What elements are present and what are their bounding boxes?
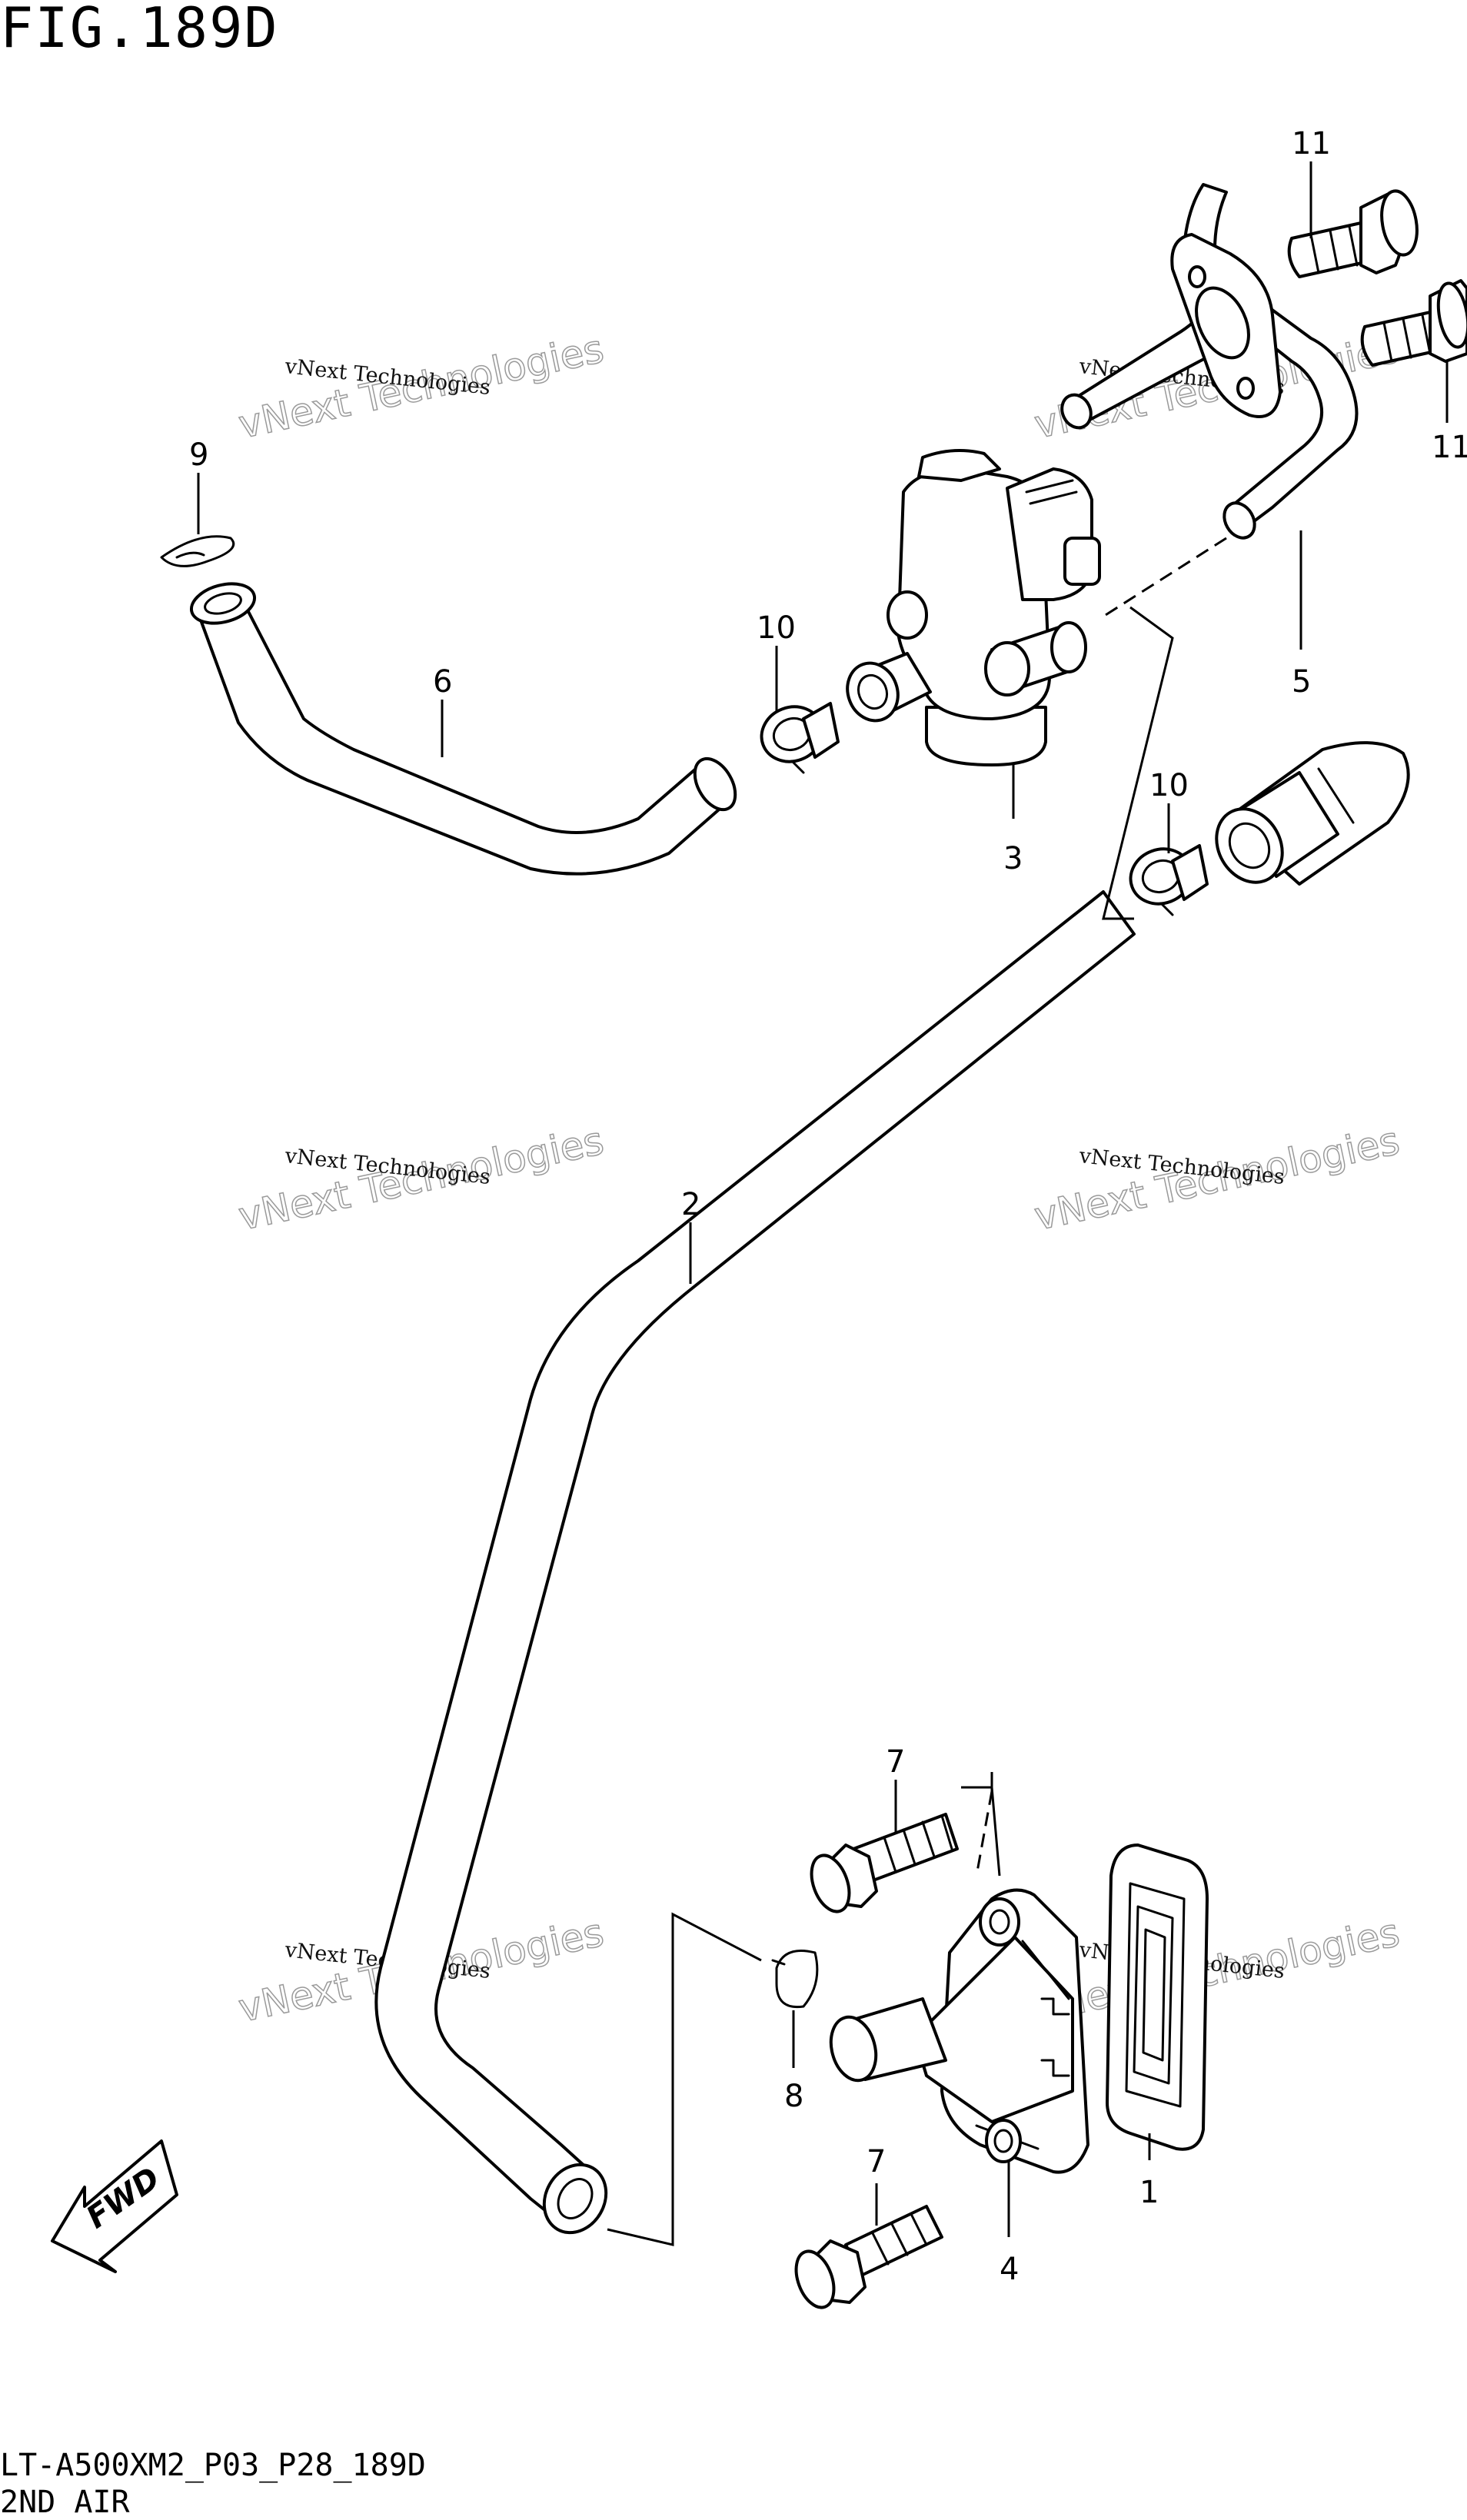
watermark-middle-right: vNext Technologies vNext Technologies xyxy=(1030,1118,1404,1240)
part-7-bolt-lower xyxy=(794,2205,943,2309)
svg-text:3: 3 xyxy=(1003,841,1023,876)
part-9-clip xyxy=(160,535,235,567)
assembly-lines xyxy=(607,537,1227,2246)
callout-8: 8 xyxy=(784,2010,803,2114)
section-name: 2ND AIR xyxy=(0,2485,130,2520)
svg-text:7: 7 xyxy=(886,1744,905,1780)
part-5-pipe xyxy=(1060,183,1359,540)
callout-10-lower: 10 xyxy=(1149,768,1189,853)
part-7-bolt-upper xyxy=(810,1813,959,1913)
callout-4: 4 xyxy=(1000,2160,1019,2287)
part-11-bolt-upper xyxy=(1287,189,1419,278)
watermark-bottom-right: vNext Technologies vNext Technologies xyxy=(1030,1910,1404,2032)
part-2-hose xyxy=(374,890,1136,2235)
svg-text:2: 2 xyxy=(681,1187,700,1222)
part-8-o-ring xyxy=(771,1950,819,2009)
part-11-bolt-lower xyxy=(1360,279,1467,367)
model-code: LT-A500XM2_P03_P28_189D xyxy=(0,2448,426,2483)
callout-11-lower: 11 xyxy=(1432,361,1467,465)
svg-text:9: 9 xyxy=(189,437,208,473)
svg-text:1: 1 xyxy=(1139,2175,1159,2210)
callout-3: 3 xyxy=(1003,765,1023,876)
svg-text:5: 5 xyxy=(1292,664,1311,700)
part-6-hose xyxy=(189,582,737,876)
callout-7-upper: 7 xyxy=(886,1744,905,1833)
watermark-middle-left: vNext Technologies vNext Technologies xyxy=(235,1118,608,1240)
svg-text:11: 11 xyxy=(1432,430,1467,465)
part-3-valve xyxy=(846,449,1101,766)
svg-text:11: 11 xyxy=(1292,126,1331,161)
callout-6: 6 xyxy=(433,664,452,757)
callout-1: 1 xyxy=(1139,2133,1159,2210)
part-10-clamp-lower xyxy=(1129,844,1209,916)
svg-text:8: 8 xyxy=(784,2079,803,2114)
svg-text:6: 6 xyxy=(433,664,452,700)
callout-5: 5 xyxy=(1292,530,1311,700)
svg-text:7: 7 xyxy=(867,2144,886,2179)
part-2-joint xyxy=(1215,741,1410,886)
figure-title: FIG.189D xyxy=(0,0,279,60)
svg-text:10: 10 xyxy=(757,610,796,646)
callout-9: 9 xyxy=(189,437,208,534)
fwd-arrow: FWD xyxy=(51,2139,178,2273)
svg-text:4: 4 xyxy=(1000,2252,1019,2287)
part-10-clamp-upper xyxy=(760,702,840,774)
part-4-cover xyxy=(829,1888,1089,2174)
callout-7-lower: 7 xyxy=(867,2144,886,2226)
part-1-reed-valve xyxy=(1106,1843,1209,2151)
callout-10-upper: 10 xyxy=(757,610,796,711)
callout-2: 2 xyxy=(681,1187,700,1284)
watermark-top-left: vNext Technologies vNext Technologies xyxy=(235,326,608,448)
callout-11-upper: 11 xyxy=(1292,126,1331,238)
svg-text:10: 10 xyxy=(1149,768,1189,803)
